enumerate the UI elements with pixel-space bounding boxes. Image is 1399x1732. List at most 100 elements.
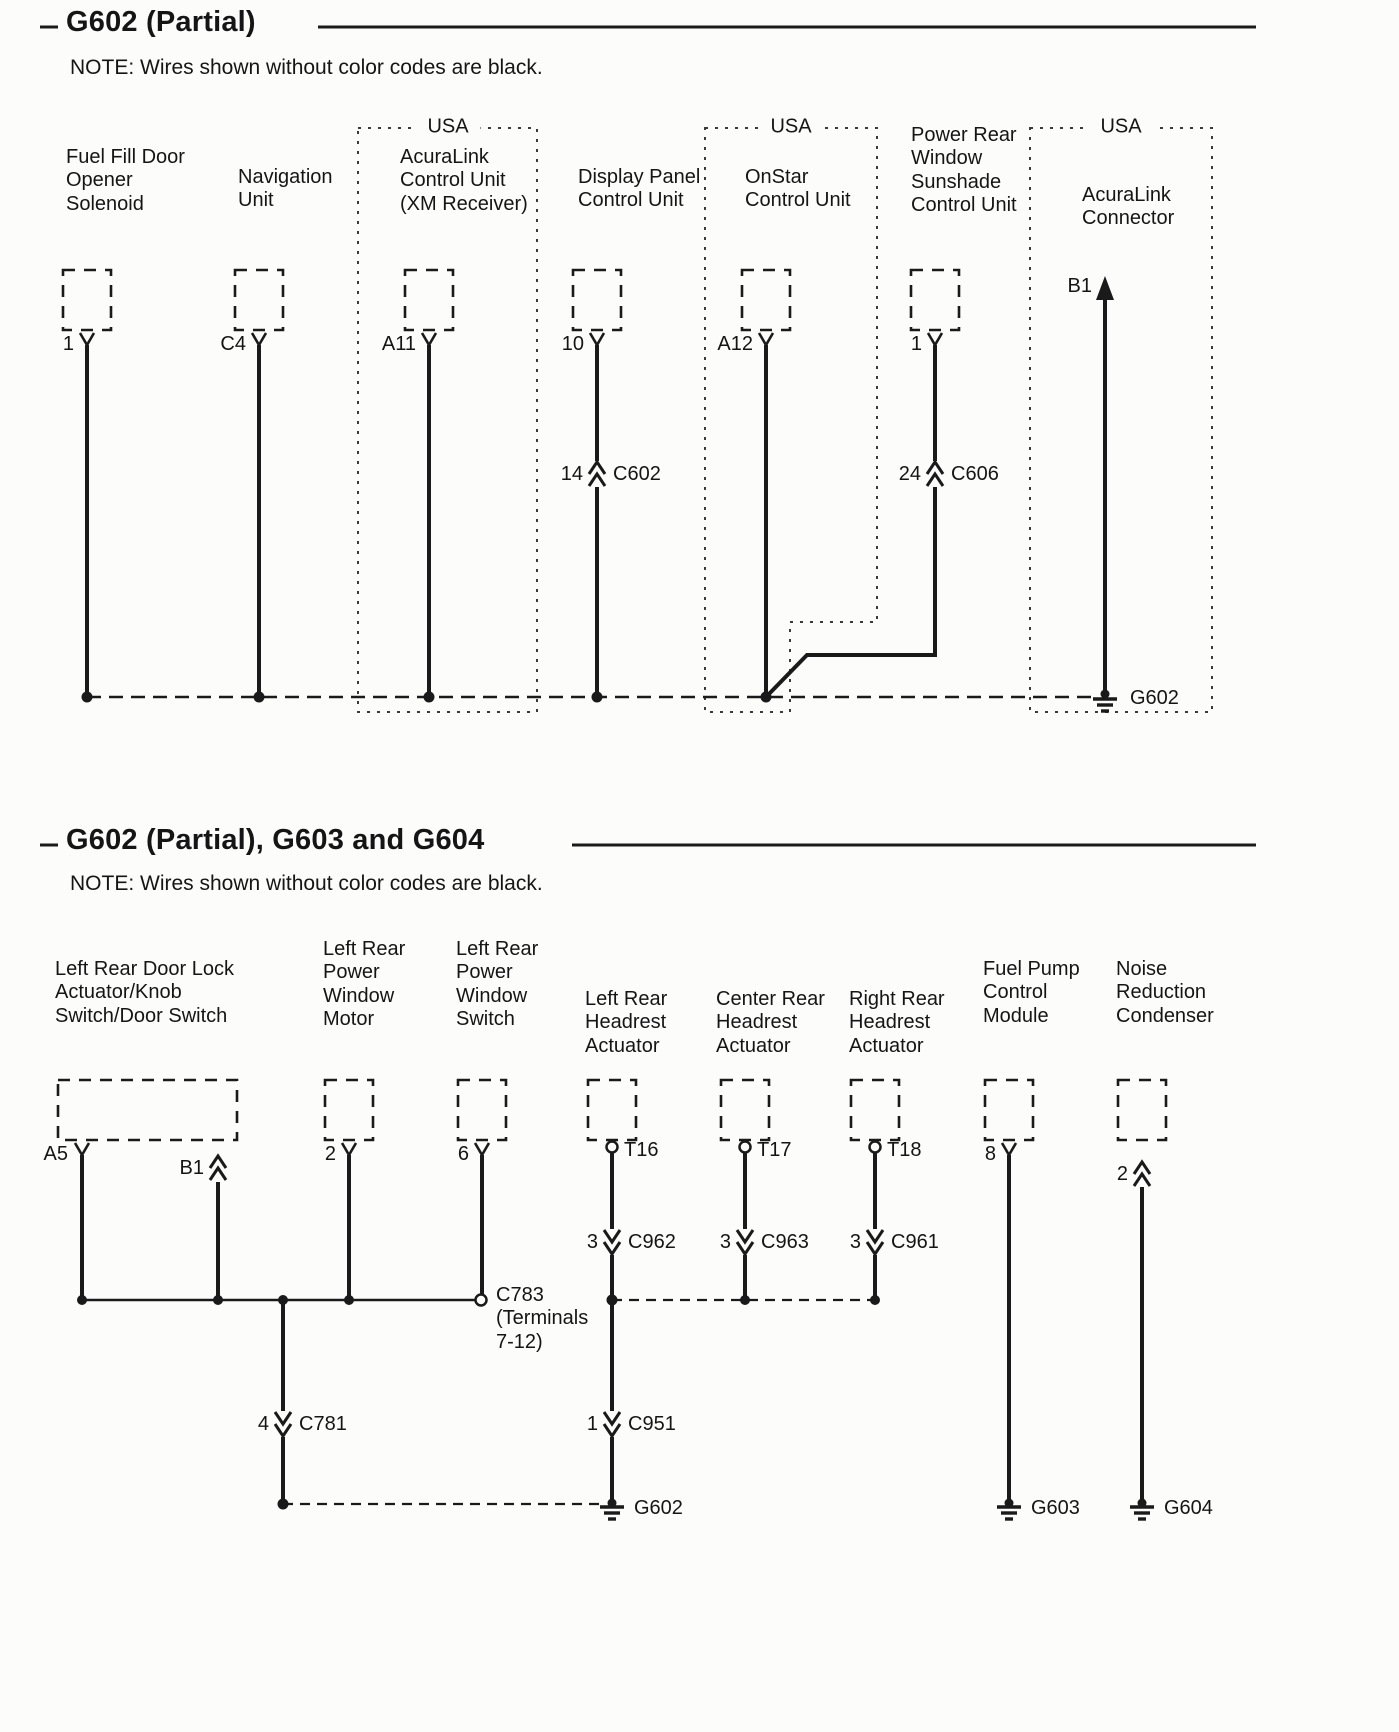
pin-navigation: C4 [220, 333, 246, 355]
connector-c961-pin: 3 [849, 1231, 861, 1253]
label-acuralink-control-unit: AcuraLink Control Unit (XM Receiver) [400, 146, 528, 215]
connector-c951-pin: 1 [586, 1413, 598, 1435]
pin-t18: T18 [887, 1139, 922, 1161]
box-headrest-right [849, 1078, 901, 1142]
pin-switch: 6 [457, 1143, 469, 1165]
box-door-lock [56, 1078, 239, 1142]
ground-label-g602-s2: G602 [634, 1497, 683, 1519]
section2-note: NOTE: Wires shown without color codes ar… [70, 872, 543, 895]
pin-onstar: A12 [717, 333, 753, 355]
label-window-switch: Left Rear Power Window Switch [456, 938, 539, 1031]
connector-c963-symbol [735, 1229, 755, 1257]
label-acuralink-connector: AcuraLink Connector [1082, 184, 1175, 230]
connector-c963-pin: 3 [719, 1231, 731, 1253]
section1-title: G602 (Partial) [66, 6, 256, 38]
connector-c781-symbol [273, 1411, 293, 1439]
section2-pin-forks [73, 1142, 1018, 1156]
connector-c602-symbol [587, 459, 607, 487]
connector-noise-symbol [1132, 1159, 1152, 1187]
label-sunshade-control-unit: Power Rear Window Sunshade Control Unit [911, 124, 1017, 217]
connector-c606-pin: 24 [898, 463, 921, 485]
ground-symbol-g602-s2 [600, 1505, 624, 1521]
pin-sunshade: 1 [910, 333, 922, 355]
box-window-motor [323, 1078, 375, 1142]
box-headrest-center [719, 1078, 771, 1142]
terminal-t16 [605, 1140, 619, 1154]
pin-t16: T16 [624, 1139, 659, 1161]
pin-fuel-fill: 1 [62, 333, 74, 355]
ground-label-g603: G603 [1031, 1497, 1080, 1519]
box-acuralink-cu [403, 268, 455, 332]
label-headrest-center: Center Rear Headrest Actuator [716, 988, 825, 1057]
box-window-switch [456, 1078, 508, 1142]
ground-symbol-g602-s1 [1093, 697, 1117, 713]
pin-noise: 2 [1116, 1163, 1128, 1185]
usa-label-onstar: USA [758, 115, 824, 139]
label-noise-condenser: Noise Reduction Condenser [1116, 958, 1214, 1027]
connector-c602-name: C602 [613, 463, 661, 485]
label-door-lock-actuator: Left Rear Door Lock Actuator/Knob Switch… [55, 958, 234, 1027]
pin-t17: T17 [757, 1139, 792, 1161]
usa-box-onstar [704, 127, 878, 713]
label-navigation-unit: Navigation Unit [238, 166, 333, 212]
section2-wires [80, 1153, 1144, 1504]
connector-c606-name: C606 [951, 463, 999, 485]
connector-c781-pin: 4 [257, 1413, 269, 1435]
pin-acuralink-cu: A11 [381, 333, 416, 355]
connector-c951-symbol [602, 1411, 622, 1439]
pin-display-panel: 10 [561, 333, 584, 355]
pin-motor: 2 [324, 1143, 336, 1165]
label-onstar-control-unit: OnStar Control Unit [745, 166, 851, 212]
terminal-t18 [868, 1140, 882, 1154]
section1-pin-forks [78, 332, 944, 346]
box-sunshade [909, 268, 961, 332]
label-window-motor: Left Rear Power Window Motor [323, 938, 406, 1031]
connector-c606-symbol [925, 459, 945, 487]
box-onstar [740, 268, 792, 332]
connector-b1-symbol [208, 1153, 228, 1181]
section1-wires [85, 296, 1107, 699]
terminal-t17 [738, 1140, 752, 1154]
label-fuel-fill-door-opener-solenoid: Fuel Fill Door Opener Solenoid [66, 146, 185, 215]
usa-label-acuralink-cu: USA [415, 115, 481, 139]
box-noise-condenser [1116, 1078, 1168, 1142]
connector-c781-name: C781 [299, 1413, 347, 1435]
usa-box-acuralink-cu [357, 127, 538, 713]
box-fuel-pump [983, 1078, 1035, 1142]
label-headrest-right: Right Rear Headrest Actuator [849, 988, 945, 1057]
connector-c951-name: C951 [628, 1413, 676, 1435]
connector-c962-pin: 3 [586, 1231, 598, 1253]
pin-b1: B1 [179, 1157, 204, 1179]
section1-note: NOTE: Wires shown without color codes ar… [70, 56, 543, 79]
section2-connector-boxes [56, 1078, 1168, 1142]
pin-b1-acuralink-conn: B1 [1067, 275, 1092, 297]
pin-fuel-pump: 8 [984, 1143, 996, 1165]
connector-c963-name: C963 [761, 1231, 809, 1253]
pin-a5: A5 [43, 1143, 68, 1165]
connector-c962-name: C962 [628, 1231, 676, 1253]
box-fuel-fill [61, 268, 113, 332]
connector-c962-symbol [602, 1229, 622, 1257]
connector-c961-symbol [865, 1229, 885, 1257]
wire-sunshade-bottom [764, 487, 937, 699]
section2-title: G602 (Partial), G603 and G604 [66, 824, 485, 856]
label-display-panel-control-unit: Display Panel Control Unit [578, 166, 701, 212]
box-headrest-left [586, 1078, 638, 1142]
section1-junction-dots [81, 689, 1110, 703]
connector-c961-name: C961 [891, 1231, 939, 1253]
ring-terminals [605, 1140, 882, 1154]
arrow-b1 [1096, 276, 1114, 300]
ground-label-g602-s1: G602 [1130, 687, 1179, 709]
section1-connector-boxes [61, 268, 961, 332]
label-headrest-left: Left Rear Headrest Actuator [585, 988, 668, 1057]
ground-label-g604: G604 [1164, 1497, 1213, 1519]
box-display-panel [571, 268, 623, 332]
connector-c783-terminal [474, 1293, 488, 1307]
box-navigation [233, 268, 285, 332]
label-fuel-pump-module: Fuel Pump Control Module [983, 958, 1080, 1027]
ground-symbol-g603 [997, 1505, 1021, 1521]
connector-c602-pin: 14 [560, 463, 583, 485]
section2-junction-dots [77, 1294, 1147, 1510]
